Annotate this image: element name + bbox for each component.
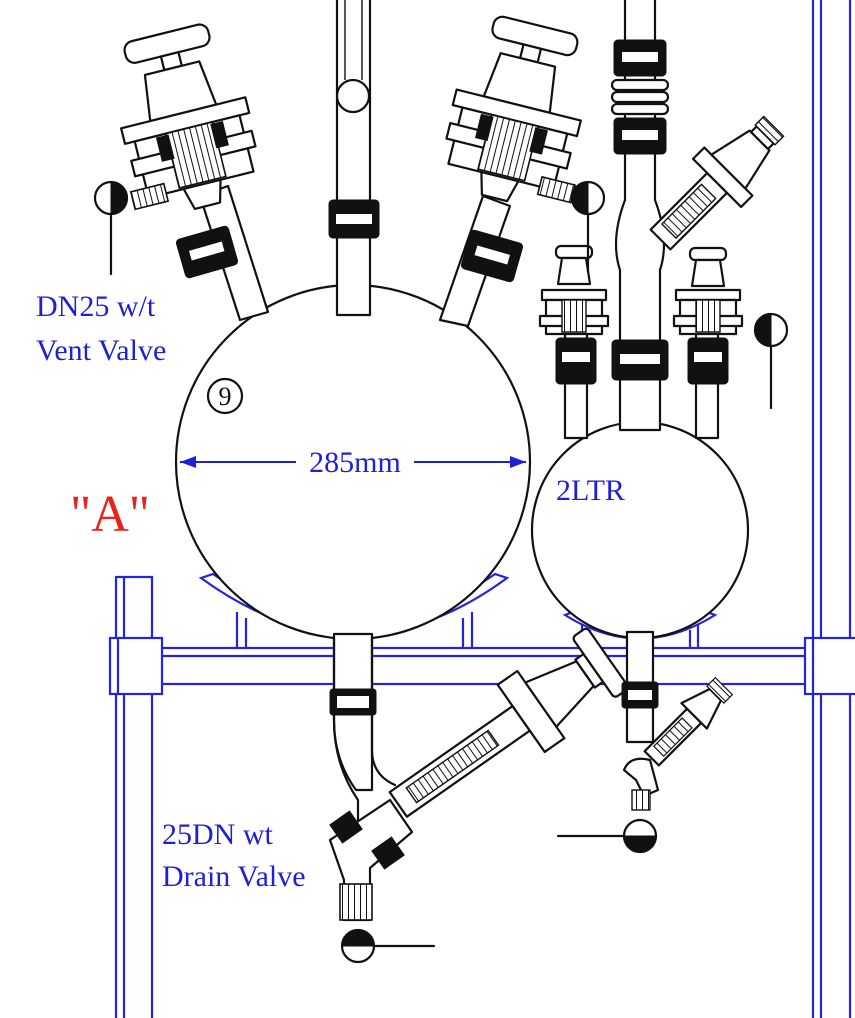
- center-feed-tube: [335, 0, 372, 317]
- small-left-valve: [538, 244, 610, 336]
- vent-valve-label-line1: DN25 w/t: [36, 290, 156, 323]
- callout-balloon-top-left: [93, 180, 129, 276]
- callout-balloons: 9: [93, 180, 789, 964]
- angled-inlet-valve: [649, 115, 785, 251]
- large-round-bottom-flask: [174, 0, 532, 862]
- callout-balloon-large-drain: [340, 928, 436, 964]
- item-number-callout: 9: [206, 377, 244, 415]
- drain-valve-label-line1: 25DN wt: [162, 818, 273, 851]
- small-flask-body: [530, 420, 750, 640]
- callout-balloon-small-drain: [556, 818, 658, 854]
- diameter-label: 285mm: [309, 446, 401, 479]
- view-marker-label: "A": [70, 486, 150, 543]
- vent-valve-label-line2: Vent Valve: [36, 334, 166, 367]
- small-round-bottom-flask: [530, 0, 750, 744]
- callout-balloon-right: [753, 312, 789, 410]
- drain-valve-label-line2: Drain Valve: [162, 860, 306, 893]
- right-vent-valve: [445, 15, 582, 204]
- small-right-valve: [672, 246, 744, 336]
- callout-balloon-top-right: [570, 180, 606, 274]
- left-vent-valve: [120, 23, 257, 211]
- large-drain-valve: [328, 627, 629, 922]
- diameter-dimension: 285mm: [180, 446, 526, 479]
- item-number: 9: [219, 382, 232, 411]
- frame-post-right: [811, 0, 852, 1018]
- support-frame: [108, 0, 855, 1018]
- small-drain-valve: [622, 676, 734, 811]
- small-flask-capacity-label: 2LTR: [556, 474, 625, 507]
